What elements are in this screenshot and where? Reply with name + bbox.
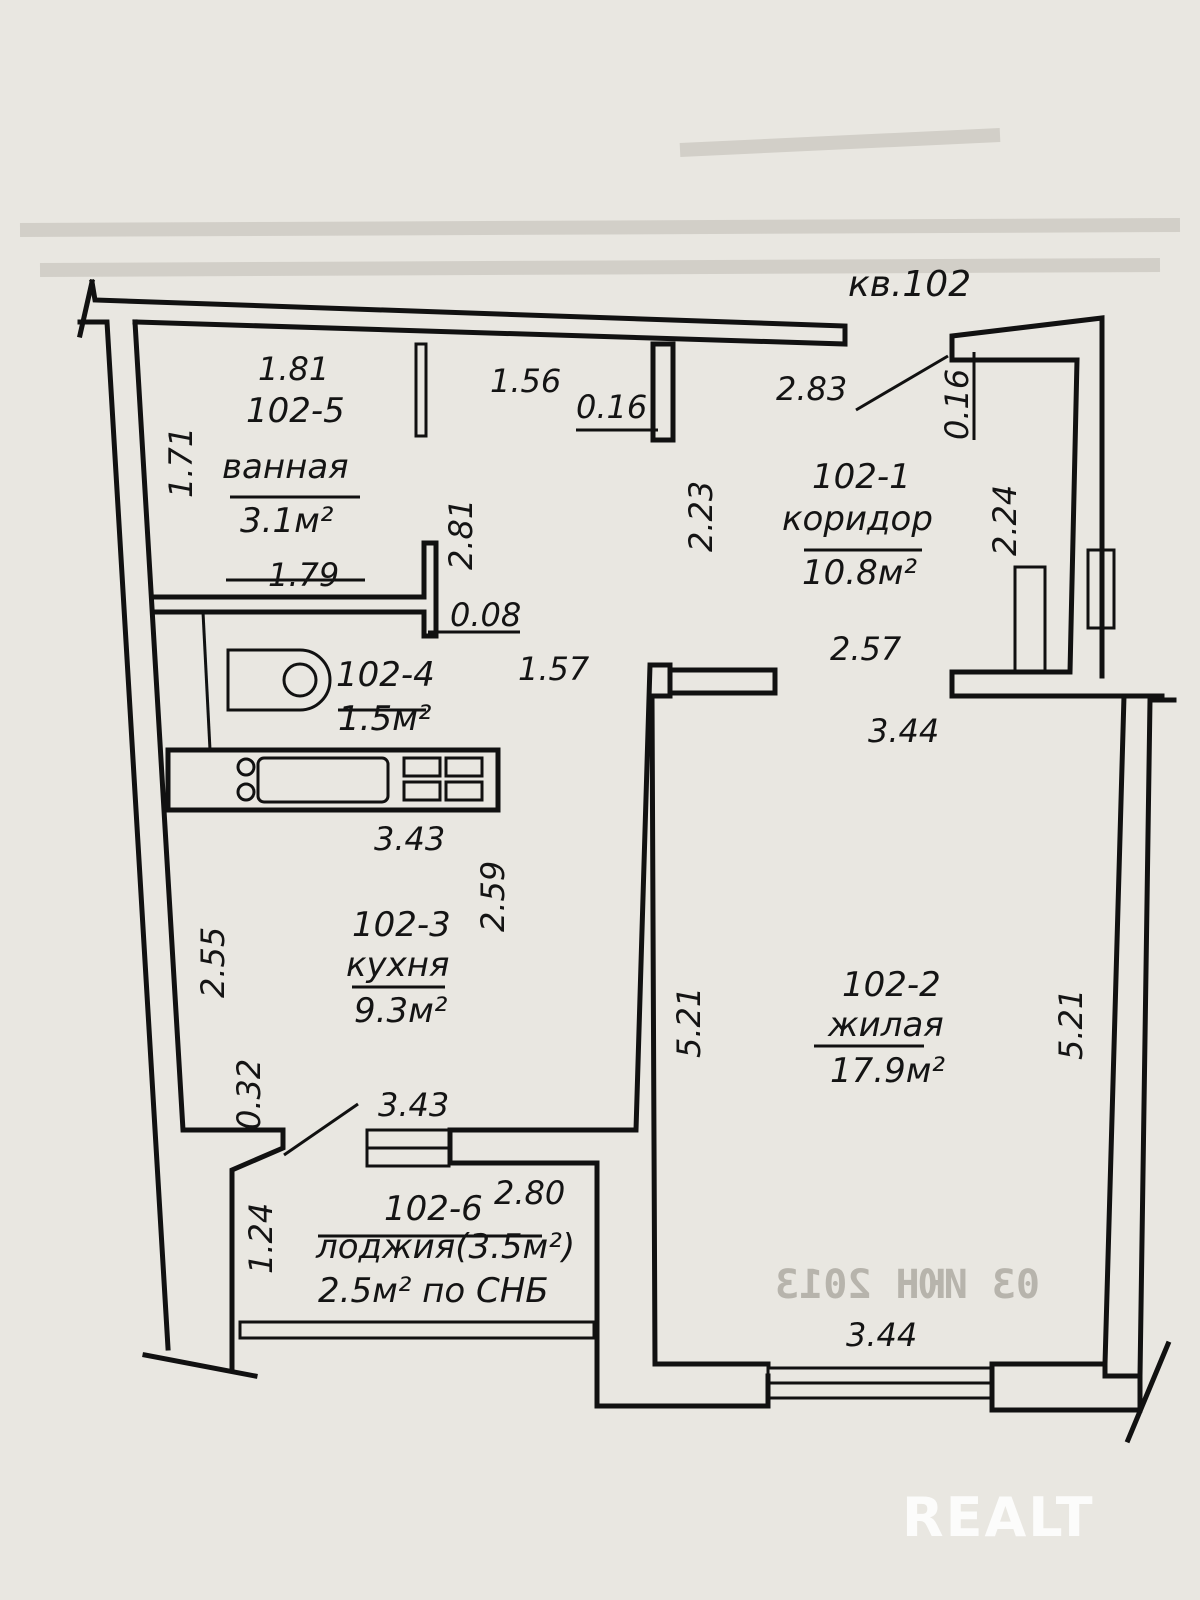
dim-wall-008: 0.08 bbox=[450, 596, 521, 634]
room-id-102-1: 102-1 bbox=[812, 457, 911, 497]
stove-burner-icon bbox=[236, 782, 256, 802]
walls bbox=[77, 279, 1177, 1444]
stove-burner-icon bbox=[236, 757, 256, 777]
left-outer-wall bbox=[77, 319, 171, 1351]
sink-icon bbox=[256, 756, 390, 804]
dim-bath-side: 1.71 bbox=[162, 427, 200, 498]
entry-door bbox=[1013, 565, 1047, 673]
labels: кв.102 102-5 ванная 3.1м² 102-4 1.5м² 10… bbox=[162, 264, 1090, 1354]
dim-wall-281: 2.81 bbox=[442, 499, 480, 570]
dim-step-032: 0.32 bbox=[230, 1059, 268, 1130]
dim-corr-top-right: 2.83 bbox=[776, 370, 847, 408]
kitchen-counter bbox=[165, 747, 501, 813]
dim-wall-016-b: 0.16 bbox=[938, 369, 976, 440]
room-id-102-3: 102-3 bbox=[352, 905, 451, 945]
top-wall bbox=[89, 279, 848, 347]
leader-lines bbox=[225, 352, 976, 1238]
right-outer-wall bbox=[1137, 697, 1177, 1379]
dim-bath-bottom: 1.79 bbox=[268, 556, 339, 594]
dim-living-right: 5.21 bbox=[1052, 989, 1090, 1060]
room-area-living: 17.9м² bbox=[830, 1051, 945, 1091]
dim-kitchen-side: 2.55 bbox=[194, 927, 232, 998]
dim-corr-top-left: 1.56 bbox=[490, 362, 561, 400]
room-area-bath: 3.1м² bbox=[240, 501, 334, 541]
watermark-logo: REALT bbox=[902, 1486, 1095, 1549]
bath-wc-partition bbox=[153, 540, 439, 639]
dim-loggia-side: 1.24 bbox=[242, 1203, 280, 1274]
dim-corr-width: 2.57 bbox=[830, 630, 902, 668]
room-name-corridor: коридор bbox=[782, 499, 933, 539]
dim-kitchen-top: 3.43 bbox=[374, 820, 445, 858]
dim-loggia-width: 2.80 bbox=[494, 1174, 565, 1212]
loggia-window bbox=[238, 1320, 596, 1340]
room-name-loggia: лоджия(3.5м²) bbox=[315, 1227, 575, 1267]
dim-wall-016-a: 0.16 bbox=[576, 388, 647, 426]
dim-kitchen-height: 2.59 bbox=[474, 861, 512, 932]
dim-corr-height-left: 2.23 bbox=[682, 481, 720, 552]
entry-walls bbox=[949, 315, 1105, 679]
dim-corr-height-right: 2.24 bbox=[986, 485, 1024, 556]
dim-kitchen-bottom: 3.43 bbox=[378, 1086, 449, 1124]
room-id-102-2: 102-2 bbox=[842, 965, 941, 1005]
room-id-102-6: 102-6 bbox=[384, 1189, 483, 1229]
kitchen-living-partition bbox=[447, 662, 771, 1367]
fixtures bbox=[226, 648, 484, 804]
room-id-102-4: 102-4 bbox=[336, 655, 435, 695]
room-name-bath: ванная bbox=[222, 447, 349, 487]
room-area-loggia: 2.5м² по СНБ bbox=[318, 1271, 549, 1311]
dim-living-bottom: 3.44 bbox=[846, 1316, 917, 1354]
cabinet-icon bbox=[444, 780, 484, 802]
dim-wc-width: 1.57 bbox=[518, 650, 590, 688]
top-wall-stub bbox=[650, 341, 676, 443]
toilet-bowl-icon bbox=[282, 662, 318, 698]
date-stamp: 03 ИЮН 2013 bbox=[775, 1262, 1040, 1308]
corridor-stub-wall bbox=[667, 667, 778, 696]
toilet-icon bbox=[226, 648, 332, 712]
room-area-corridor: 10.8м² bbox=[802, 553, 917, 593]
bath-partition-stub bbox=[414, 342, 428, 438]
dim-bath-top: 1.81 bbox=[258, 350, 329, 388]
dim-living-top: 3.44 bbox=[868, 712, 939, 750]
cabinet-icon bbox=[402, 780, 442, 802]
room-name-kitchen: кухня bbox=[346, 945, 449, 985]
room-name-living: жилая bbox=[827, 1005, 944, 1045]
dim-living-left: 5.21 bbox=[670, 987, 708, 1058]
entry-door-frame bbox=[1086, 548, 1116, 630]
loggia-left-wall bbox=[229, 1127, 286, 1371]
living-top-wall bbox=[949, 669, 1127, 699]
apartment-label: кв.102 bbox=[848, 264, 971, 305]
room-area-kitchen: 9.3м² bbox=[354, 991, 448, 1031]
bleed-through bbox=[19, 128, 1181, 277]
cabinet-icon bbox=[444, 756, 484, 778]
room-id-102-5: 102-5 bbox=[246, 391, 345, 431]
room-area-wc: 1.5м² bbox=[338, 699, 432, 739]
cabinet-icon bbox=[402, 756, 442, 778]
